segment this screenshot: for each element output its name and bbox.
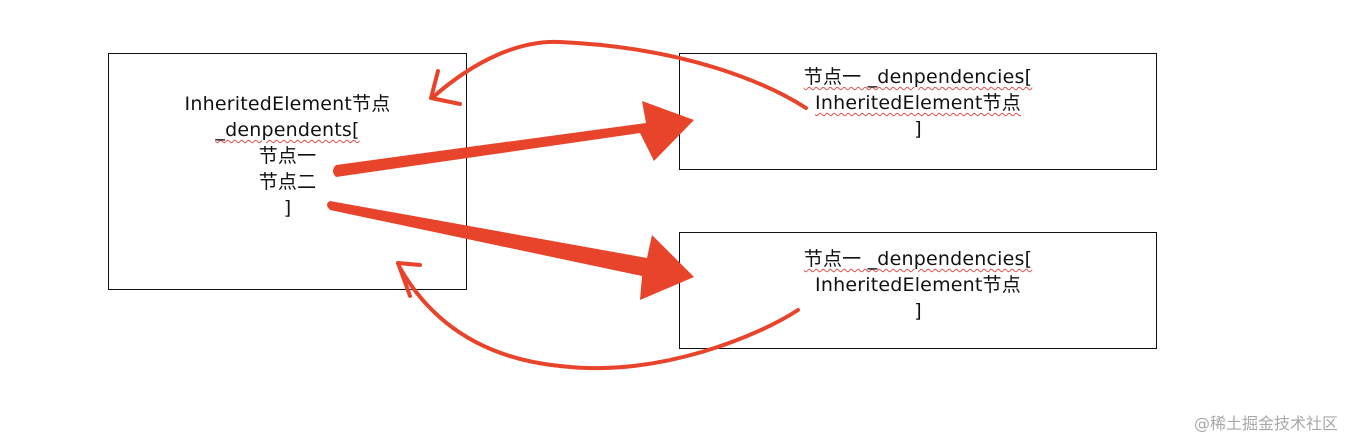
dependencies-close-bracket-bottom: ] [914,300,922,322]
watermark: @稀土掘金技术社区 [1193,414,1338,433]
dependencies-label-top-text: 节点一 _denpendencies[ [803,66,1033,88]
node-one-text-bottom: 节点一 _denpendencies[ InheritedElement节点 ] [679,246,1157,324]
node-one-label: 节点一 [258,145,317,167]
node-one-text-top: 节点一 _denpendencies[ InheritedElement节点 ] [679,64,1157,142]
dependencies-label-bottom-text: 节点一 _denpendencies[ [803,248,1033,270]
dependents-label: _denpendents[ [108,117,467,143]
dependencies-label-bottom: 节点一 _denpendencies[ [679,246,1157,272]
dependents-close-bracket: ] [283,197,292,219]
inherited-element-text: InheritedElement节点 _denpendents[ 节点一 节点二… [108,91,467,221]
dependencies-close-bracket-top: ] [914,118,922,140]
dependency-inherited-element-top: InheritedElement节点 [679,90,1157,116]
dependency-inherited-element-bottom: InheritedElement节点 [815,274,1021,296]
dependencies-label-top: 节点一 _denpendencies[ [679,64,1157,90]
node-two-label: 节点二 [258,171,317,193]
dependency-inherited-element-top-text: InheritedElement节点 [815,92,1021,114]
inherited-element-title: InheritedElement节点 [184,93,391,115]
dependents-label-text: _denpendents[ [215,119,360,141]
